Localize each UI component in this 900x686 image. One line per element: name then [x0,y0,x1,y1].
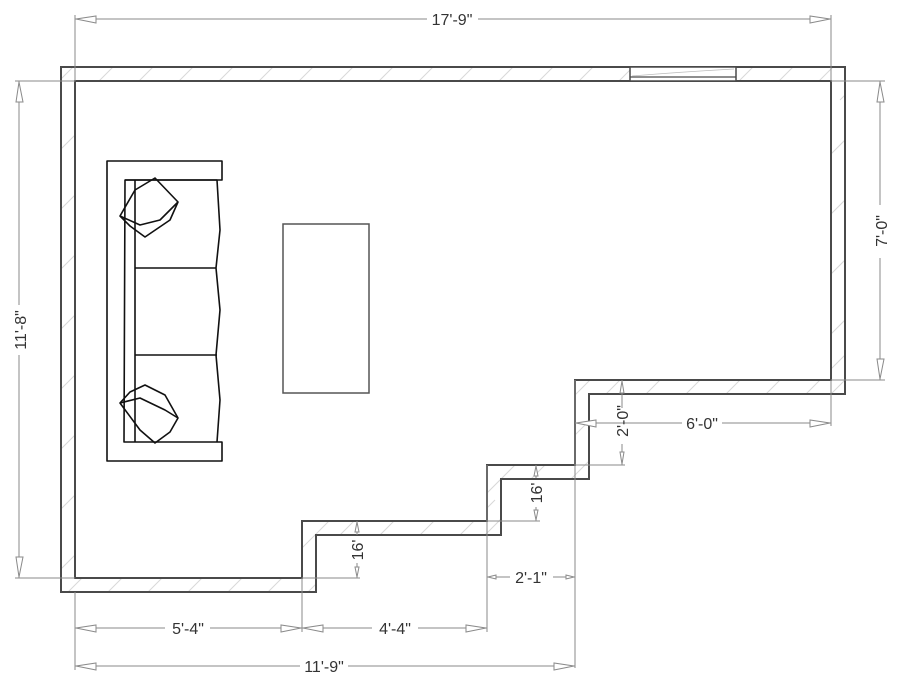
dimension-step-top-width: 6'-0" [574,380,832,500]
pillow-icon [119,177,179,238]
dimension-label: 2'-1" [515,570,547,587]
coffee-table [282,223,370,394]
dimension-step-middle-width: 2'-1" [486,465,576,668]
dimension-label: 6'-0" [686,416,718,433]
dimension-bottom-segments: 5'-4" 4'-4" [74,578,487,670]
sofa [106,160,223,462]
dimension-step-middle-depth: 16' [487,465,546,522]
window [629,66,737,82]
pillow-icon [119,384,179,444]
dimension-bottom-total: 11'-9" [75,659,575,676]
dimension-overall-height: 11'-8" [13,80,75,579]
dimension-label: 4'-4" [379,621,411,638]
dimension-right-wall: 7'-0" [831,80,891,381]
inner-wall [74,80,832,579]
wall-hatch [61,67,845,592]
dimension-label: 7'-0" [874,215,891,247]
dimension-step-lower-depth: 16' [302,521,367,579]
dimension-label: 17'-9" [432,12,473,29]
dimension-overall-width: 17'-9" [74,12,832,81]
dimension-label: 5'-4" [172,621,204,638]
dimension-step-top-depth: 2'-0" [575,380,632,466]
dimension-label: 11'-9" [304,659,344,676]
dimension-label: 16' [350,540,367,561]
dimension-label: 11'-8" [13,310,30,350]
dimension-label: 16' [529,483,546,504]
outer-wall [60,66,846,593]
dimension-label: 2'-0" [615,405,632,437]
